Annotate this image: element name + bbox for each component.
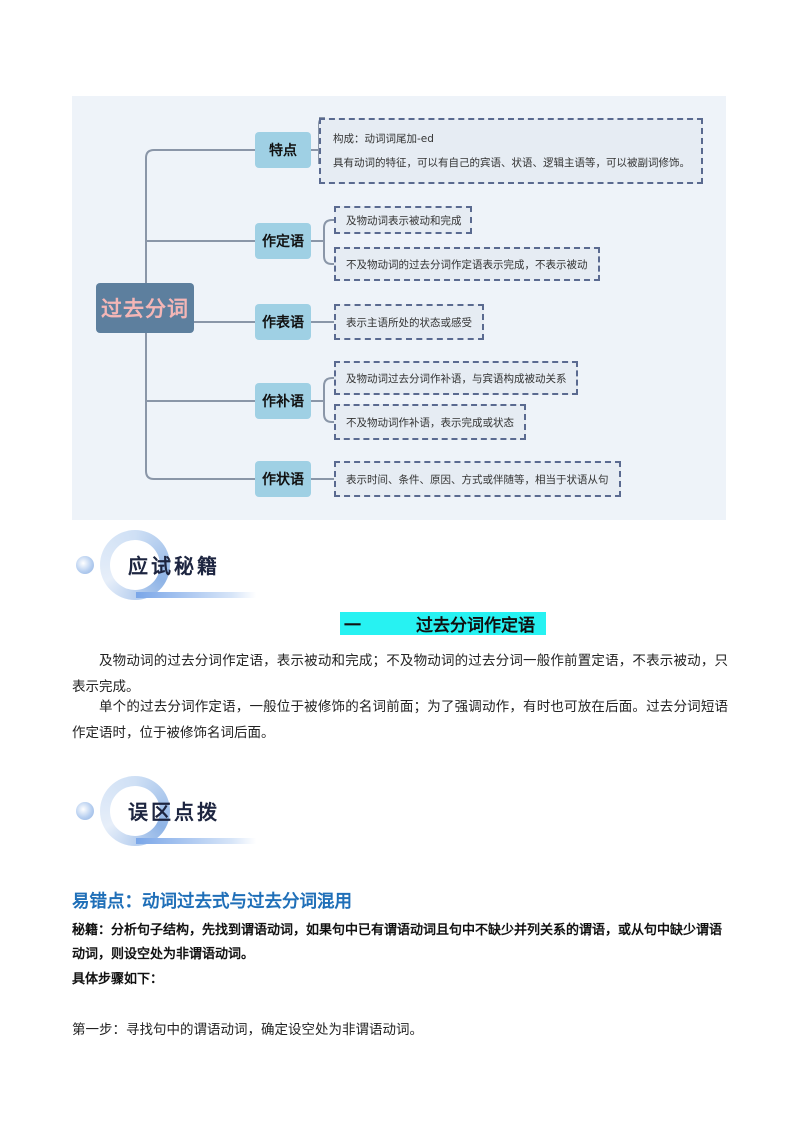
branch-features: 特点	[255, 132, 311, 168]
section-banner-exam-tips: 应试秘籍	[76, 530, 256, 610]
paragraph-1: 及物动词的过去分词作定语，表示被动和完成；不及物动词的过去分词一般作前置定语，不…	[72, 653, 728, 695]
paragraph-2: 单个的过去分词作定语，一般位于被修饰的名词前面；为了强调动作，有时也可放在后面。…	[72, 699, 728, 741]
mindmap-figure: 过去分词 特点 作定语 作表语 作补语 作状语 构成：动词词尾加-ed 具有动词…	[72, 96, 726, 520]
section-banner-pitfalls: 误区点拨	[76, 776, 256, 856]
tip-paragraph: 秘籍：分析句子结构，先找到谓语动词，如果句中已有谓语动词且句中不缺少并列关系的谓…	[72, 923, 723, 962]
section-title-pitfalls: 误区点拨	[128, 800, 220, 824]
leaf-features-formation: 构成：动词词尾加-ed	[333, 133, 434, 145]
branch-complement: 作补语	[255, 383, 311, 419]
leaf-complement-1: 及物动词过去分词作补语，与宾语构成被动关系	[334, 361, 578, 395]
highlight-heading: 一 过去分词作定语	[340, 612, 546, 636]
branch-adverbial: 作状语	[255, 461, 311, 497]
leaf-predicative-1: 表示主语所处的状态或感受	[334, 304, 484, 340]
leaf-adverbial-1: 表示时间、条件、原因、方式或伴随等，相当于状语从句	[334, 461, 621, 497]
mindmap-root: 过去分词	[96, 283, 194, 333]
leaf-complement-2: 不及物动词作补语，表示完成或状态	[334, 404, 526, 440]
leaf-attributive-1: 及物动词表示被动和完成	[334, 206, 472, 234]
heading-text: 过去分词作定语	[416, 616, 535, 636]
branch-predicative: 作表语	[255, 304, 311, 340]
steps-title: 具体步骤如下：	[72, 972, 164, 987]
leaf-features: 构成：动词词尾加-ed 具有动词的特征，可以有自己的宾语、状语、逻辑主语等，可以…	[319, 118, 703, 184]
branch-attributive: 作定语	[255, 223, 311, 259]
heading-number: 一	[344, 616, 361, 636]
step-1: 第一步：寻找句中的谓语动词，确定设空处为非谓语动词。	[72, 1022, 423, 1038]
pitfall-heading: 易错点：动词过去式与过去分词混用	[72, 892, 352, 912]
section-title-exam-tips: 应试秘籍	[128, 554, 220, 578]
leaf-features-verbal: 具有动词的特征，可以有自己的宾语、状语、逻辑主语等，可以被副词修饰。	[333, 157, 690, 169]
leaf-attributive-2: 不及物动词的过去分词作定语表示完成，不表示被动	[334, 247, 600, 281]
